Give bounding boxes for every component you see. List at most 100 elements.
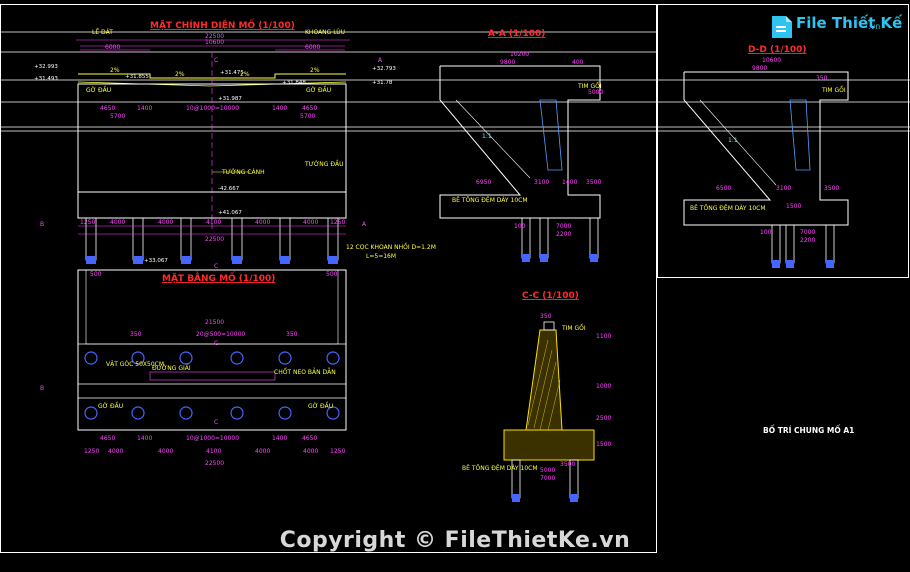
- cc-dim-2: 1100: [596, 333, 611, 340]
- logo-icon: [772, 16, 792, 38]
- plan-go-dau-right: GỜ ĐẦU: [308, 402, 333, 410]
- aa-dim-6: 1400: [562, 179, 577, 186]
- plan-dim-12: 1250: [84, 448, 99, 455]
- plan-dim-15: 4100: [206, 448, 221, 455]
- aa-dim-3: 400: [572, 59, 584, 66]
- label-go-dau-right: GỜ ĐẦU: [306, 86, 331, 94]
- plan-mark-b: B: [40, 385, 44, 392]
- bot-dim-total: 22500: [205, 236, 224, 243]
- cc-tim-goi: TIM GỐI: [561, 324, 586, 332]
- section-aa-title: A-A (1/100): [488, 29, 545, 39]
- slope-2: 2%: [175, 71, 185, 78]
- base-elevation: +33.067: [144, 258, 168, 264]
- mid-dim-5: 4650: [302, 105, 317, 112]
- cc-dim-3: 1000: [596, 383, 611, 390]
- dd-dim-2: 9800: [752, 65, 767, 72]
- aa-be-tong: BÊ TÔNG ĐỆM DÀY 10CM: [452, 196, 528, 204]
- plan-dim-10: 1400: [272, 435, 287, 442]
- plan-dim-total: 22500: [205, 460, 224, 467]
- cc-dim-7: 7000: [540, 475, 555, 482]
- mark-c-top: C: [214, 57, 218, 64]
- cc-dim-1: 350: [540, 313, 552, 320]
- sheet-title: BỐ TRÍ CHUNG MỐ A1: [763, 425, 854, 435]
- mid-dim-4: 1400: [272, 105, 287, 112]
- label-go-dau-left: GỜ ĐẦU: [86, 86, 111, 94]
- plan-piles-row-1: [84, 351, 340, 365]
- dd-dim-4: 6500: [716, 185, 731, 192]
- dd-dim-8: 7000: [800, 229, 815, 236]
- plan-dim-18: 1250: [330, 448, 345, 455]
- front-view: MẶT CHÍNH DIỆN MỐ (1/100) 22500 10600 60…: [34, 18, 436, 270]
- front-dim-road: 10600: [205, 39, 224, 46]
- section-dd: D-D (1/100) 1:1 TIM GỐI BÊ TÔNG ĐỆM DÀY …: [683, 45, 849, 268]
- plan-go-dau-left: GỜ ĐẦU: [98, 402, 123, 410]
- dd-dim-7: 1500: [786, 203, 801, 210]
- elev-8: +31.848: [282, 80, 306, 86]
- plan-duong-giai: ĐƯỜNG GIẢI: [152, 364, 191, 372]
- bot-dim-3: 4000: [158, 219, 173, 226]
- dd-dim-3: 350: [816, 75, 828, 82]
- elev-9: -42.667: [218, 186, 240, 192]
- aa-tim-goi: TIM GỐI: [577, 82, 602, 90]
- front-dim-total: 22500: [205, 33, 224, 40]
- plan-view: MẶT BẰNG MỐ (1/100) 500 21500 500 350 20…: [40, 269, 347, 467]
- section-cc-title: C-C (1/100): [522, 291, 579, 301]
- dd-dim-9: 2200: [800, 237, 815, 244]
- front-dim-right: 6000: [305, 44, 320, 51]
- plan-dim-11: 4650: [302, 435, 317, 442]
- elev-2: +31.493: [34, 76, 58, 82]
- reference-lines: [0, 31, 910, 132]
- dd-dim-5: 3100: [776, 185, 791, 192]
- elev-6: +31.78: [372, 80, 393, 86]
- plan-dim-4: 350: [130, 331, 142, 338]
- plan-dim-13: 4000: [108, 448, 123, 455]
- slope-1: 2%: [110, 67, 120, 74]
- section-aa: A-A (1/100) 1:1 TIM GỐI BÊ TÔNG ĐỆM DÀY …: [439, 29, 603, 262]
- mark-c-bot: C: [214, 263, 218, 270]
- elev-4: +31.475: [220, 70, 244, 76]
- aa-dim-2: 9800: [500, 59, 515, 66]
- mid-dim-3: 10@1000=10000: [186, 105, 239, 112]
- label-tuong-canh: TƯỜNG CÁNH: [221, 169, 265, 176]
- plan-dim-1: 500: [90, 271, 102, 278]
- mid-dim-2: 1400: [137, 105, 152, 112]
- cc-dim-8: 3500: [560, 461, 575, 468]
- bot-dim-2: 4000: [110, 219, 125, 226]
- dd-slope: 1:1: [728, 137, 738, 144]
- sheet-frame-main: [0, 4, 657, 553]
- aa-dim-10: 100: [514, 223, 526, 230]
- dd-dim-1: 10600: [762, 57, 781, 64]
- elev-1: +32.993: [34, 64, 58, 70]
- sheet-frame-right: [657, 4, 909, 278]
- plan-mark-c-top: C: [214, 340, 218, 347]
- front-dim-left: 6000: [105, 44, 120, 51]
- pile-note: 12 CỌC KHOAN NHỒI D=1.2M: [346, 242, 436, 251]
- mid-dim-1: 4650: [100, 105, 115, 112]
- elev-7: +31.987: [218, 96, 242, 102]
- cc-dim-6: 5000: [540, 467, 555, 474]
- plan-dim-14: 4000: [158, 448, 173, 455]
- plan-dim-2: 21500: [205, 319, 224, 326]
- plan-dim-6: 350: [286, 331, 298, 338]
- elev-5: +32.793: [372, 66, 396, 72]
- bot-dim-6: 4000: [303, 219, 318, 226]
- cc-dim-4: 2500: [596, 415, 611, 422]
- dd-dim-10: 100: [760, 229, 772, 236]
- plan-dim-9: 10@1000=10000: [186, 435, 239, 442]
- dd-be-tong: BÊ TÔNG ĐỆM DÀY 10CM: [690, 204, 766, 212]
- bot-dim-7: 1250: [330, 219, 345, 226]
- cc-dim-5: 1500: [596, 441, 611, 448]
- mark-a-top: A: [378, 57, 383, 64]
- mark-b: B: [40, 221, 44, 228]
- aa-dim-9: 2200: [556, 231, 571, 238]
- plan-chot-neo: CHỐT NEO BẢN DẪN: [274, 368, 336, 376]
- aa-dim-1: 10200: [510, 51, 529, 58]
- plan-title: MẶT BẰNG MỐ (1/100): [162, 271, 275, 284]
- elev-10: +41.067: [218, 210, 242, 216]
- section-dd-title: D-D (1/100): [748, 45, 807, 55]
- aa-dim-5: 3100: [534, 179, 549, 186]
- mid-dim-7: 5700: [300, 113, 315, 120]
- bot-dim-5: 4000: [255, 219, 270, 226]
- mid-dim-6: 5700: [110, 113, 125, 120]
